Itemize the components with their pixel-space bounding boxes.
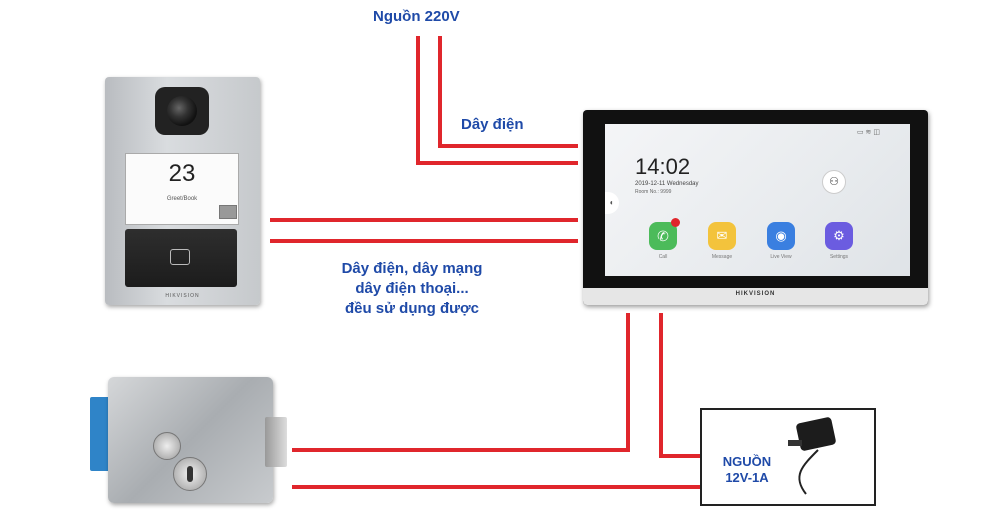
key-slot [187, 466, 193, 482]
display-subtext: Greet/Book [166, 196, 198, 202]
monitor-screen: ▭ ≋ ◫ ◐ 14:02 2019-12-11 Wednesday Room … [605, 124, 910, 276]
monitor-to-adapter-wire [659, 313, 700, 458]
lock-body [108, 377, 273, 503]
gear-icon: ⚙ [825, 222, 853, 250]
power-adapter-box: NGUỒN 12V-1A [700, 408, 876, 506]
door-station-brand: HIKVISION [165, 293, 200, 299]
wire-label: Dây điện [461, 116, 524, 133]
card-icon [170, 249, 190, 265]
app-label-live-view: Live View [770, 254, 792, 260]
app-label-settings: Settings [829, 254, 849, 260]
camera-icon [155, 87, 209, 135]
room-info: Room No.: 9999 [635, 189, 672, 195]
shield-icon: ◐ [605, 192, 619, 214]
room-number: 23 [168, 160, 196, 187]
lock-knob [153, 432, 181, 460]
person-icon: ⚇ [822, 170, 846, 194]
clock-time: 14:02 [635, 154, 691, 179]
adapter-label: NGUỒN 12V-1A [710, 454, 784, 486]
cable-note: Dây điện, dây mạng dây điện thoại... đều… [303, 259, 521, 319]
camera-lens [167, 96, 197, 126]
app-label-message: Message [711, 254, 733, 260]
adapter-label-line-2: 12V-1A [725, 470, 769, 485]
cable-note-line-3: đều sử dụng được [344, 300, 480, 317]
adapter-plug [788, 440, 802, 446]
indoor-monitor: ▭ ≋ ◫ ◐ 14:02 2019-12-11 Wednesday Room … [583, 110, 928, 305]
adapter-cable [798, 449, 819, 495]
electric-lock [90, 377, 290, 505]
card-reader [125, 229, 237, 287]
clock-date: 2019-12-11 Wednesday [635, 181, 699, 187]
status-icons: ▭ ≋ ◫ [857, 129, 880, 136]
envelope-icon: ✉ [708, 222, 736, 250]
notification-badge [671, 218, 680, 227]
lock-latch [265, 417, 287, 467]
adapter-label-line-1: NGUỒN [722, 454, 772, 469]
power-220-wire-a [416, 36, 578, 165]
key-icon [173, 457, 207, 491]
eye-icon: ◉ [767, 222, 795, 250]
monitor-bezel: HIKVISION [583, 288, 928, 305]
monitor-brand: HIKVISION [735, 291, 776, 297]
monitor-to-lock-wire [292, 313, 630, 452]
phone-icon: ✆ [649, 218, 680, 250]
power-220-wire-b [438, 36, 578, 148]
cable-note-line-2: dây điện thoại... [355, 280, 469, 297]
door-station: 23 Greet/Book HIKVISION [105, 77, 260, 305]
app-label-call: Call [658, 254, 668, 260]
cable-note-line-1: Dây điện, dây mạng [341, 260, 483, 277]
power-220v-label: Nguồn 220V [373, 8, 460, 25]
call-button [219, 205, 237, 219]
